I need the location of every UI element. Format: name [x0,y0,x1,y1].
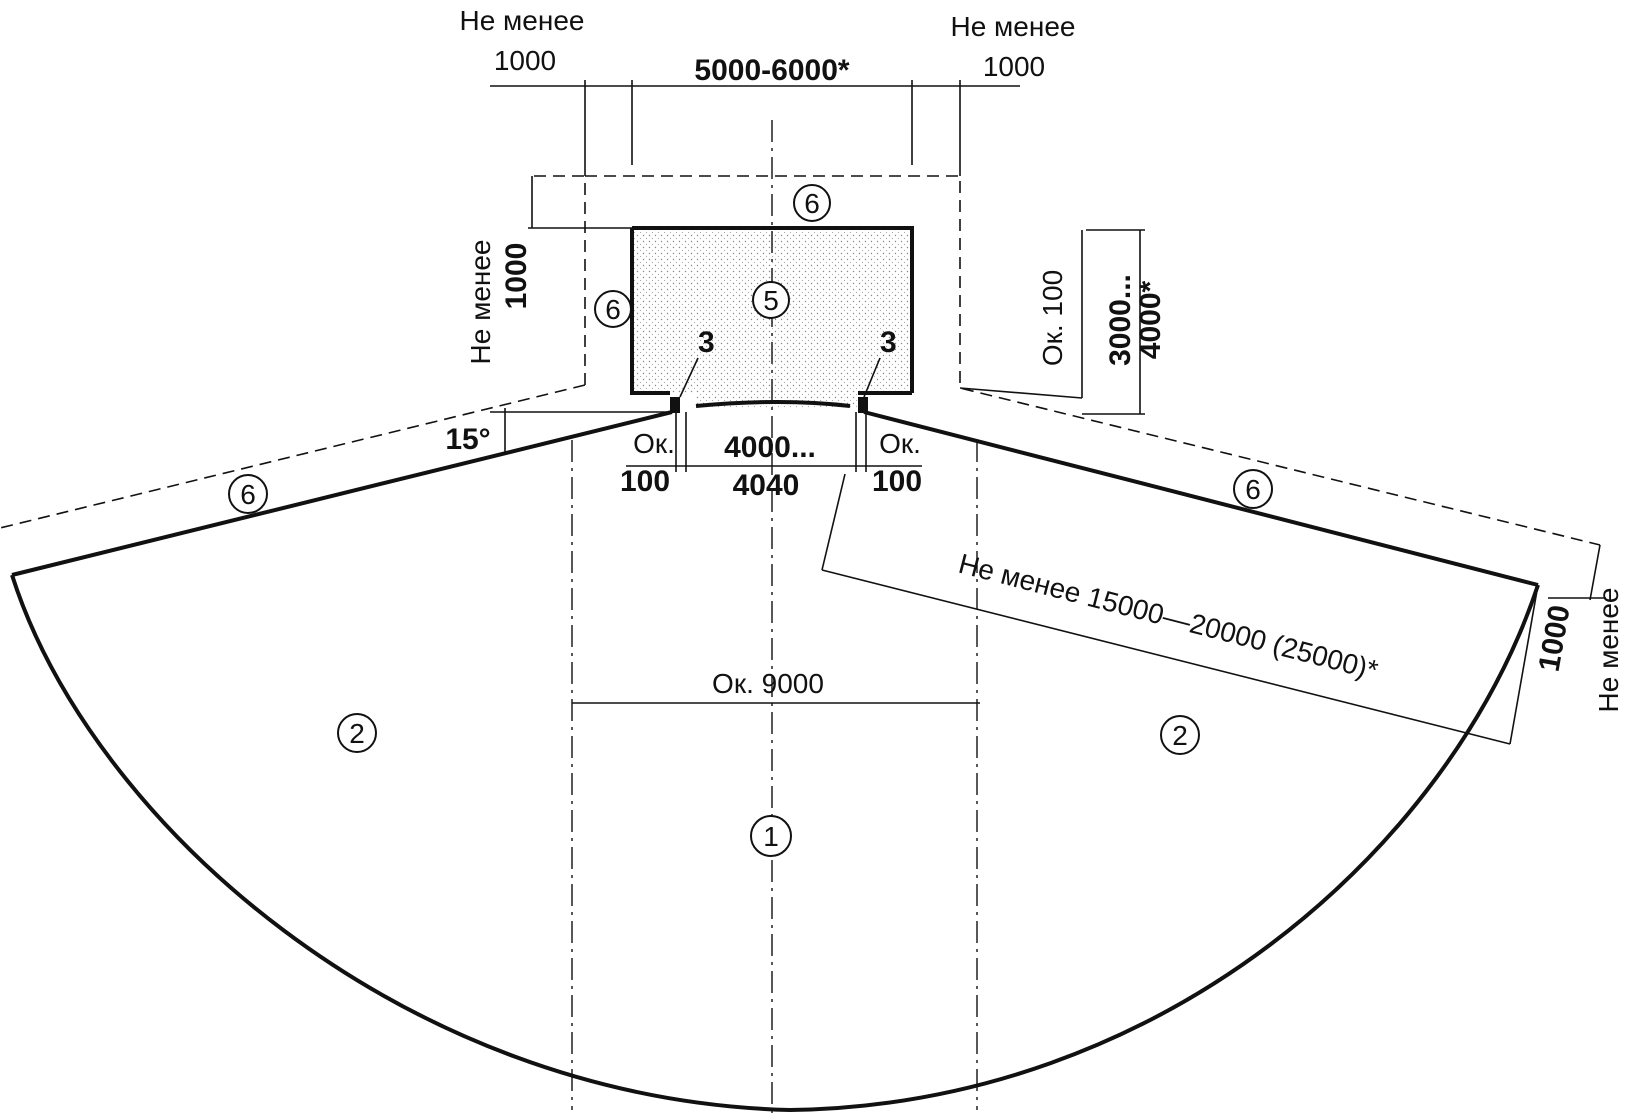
stand-left-marker [670,397,680,413]
zone-label-2-right: 2 [1160,715,1200,755]
stand-right-label: 3 [880,326,897,359]
stand-right-leader [863,357,881,398]
zone-number: 1 [763,821,779,852]
throwing-arc [695,400,851,408]
far-right-label: Не менее [1593,587,1624,712]
zone-label-2-left: 2 [337,713,377,753]
center-width: 4000... [724,431,816,464]
ok-left-label: Ок. [633,428,675,459]
zone-number: 2 [349,718,365,749]
ok-right-label: Ок. [879,428,921,459]
left-side-label-group: Не менее [465,239,496,364]
sector-length-label: Не менее 15000—20000 (25000)* [956,548,1382,686]
right-height: 3000... [1104,274,1137,366]
right-height-group: 3000... [1104,274,1137,366]
zone-label-5: 5 [752,281,790,319]
top-right-value: 1000 [983,51,1045,82]
sector-length-ext [821,473,846,571]
zone-label-6-top: 6 [793,184,831,222]
right-height2-group: 4000* [1134,280,1167,359]
zone-label-1: 1 [750,815,792,857]
stand-left-leader [679,357,699,398]
center-width-2: 4040 [733,469,800,502]
top-left-label: Не менее [459,5,584,36]
left-side-label: Не менее [465,239,496,364]
stand-right-marker [858,397,868,413]
zone-label-6-left: 6 [594,290,632,328]
right-ok-100: Ок. 100 [1037,270,1068,366]
top-center-dim: 5000-6000* [694,54,849,87]
left-side-value-group: 1000 [500,243,533,310]
stand-left-label: 3 [698,326,715,359]
far-right-dim [1589,544,1601,601]
sector-length-dim [821,569,1511,745]
sector-outer-arc [10,574,1540,1113]
top-left-value: 1000 [494,45,556,76]
zone-label-6-diag-left: 6 [228,474,268,514]
far-right-value-group: 1000 [1533,603,1577,674]
margin-boundary [0,175,1601,546]
angle-label: 15° [445,423,490,456]
zone-number: 2 [1172,720,1188,751]
right-ok-group: Ок. 100 [1037,270,1068,366]
runway-outline [630,226,914,395]
right-ext-mid [959,387,1083,399]
zone-number: 6 [804,188,820,219]
left-side-value: 1000 [500,243,533,310]
lane-width-label: Ок. 9000 [712,668,824,699]
right-height2: 4000* [1134,280,1167,359]
ok-right-value: 100 [872,465,922,498]
zone-number: 5 [763,285,779,316]
sector-length-group: Не менее 15000—20000 (25000)* [956,548,1382,686]
far-right-label-group: Не менее [1593,587,1624,712]
ok-left-value: 100 [620,465,670,498]
sector-length-ext-far [1509,584,1539,745]
zone-label-6-diag-right: 6 [1233,469,1273,509]
zone-number: 6 [1245,474,1261,505]
sector-line-left [11,410,673,577]
zone-number: 6 [240,479,256,510]
top-right-label: Не менее [950,11,1075,42]
zone-number: 6 [605,294,621,325]
far-right-value: 1000 [1533,603,1577,674]
